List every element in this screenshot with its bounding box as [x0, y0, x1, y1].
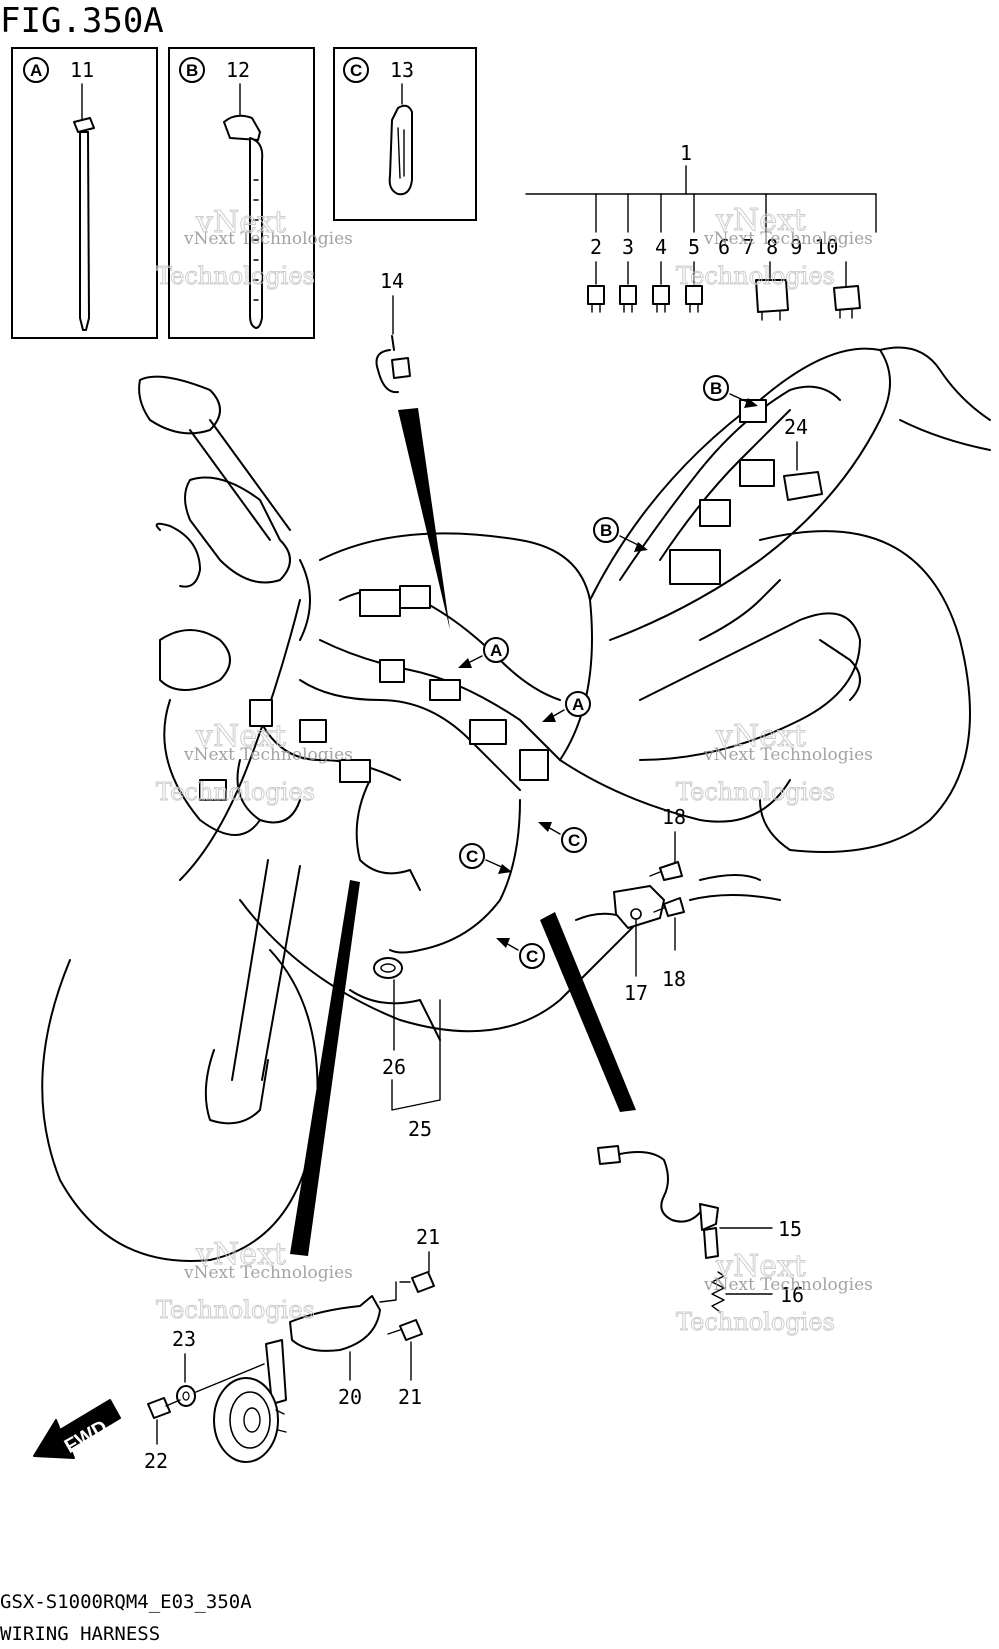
leader-wedge-15 [540, 912, 636, 1112]
inset-c-letter: C [350, 61, 362, 80]
figure-caption: WIRING HARNESS [0, 1623, 160, 1645]
bolt-18-lower: 18 [653, 897, 686, 991]
watermark-6b: vNext [715, 1249, 806, 1284]
inset-c: C 13 [333, 47, 477, 221]
bolt-21-lower: 21 [387, 1319, 423, 1409]
marker-a-lower: A [542, 691, 591, 722]
marker-c-right: C [538, 822, 587, 853]
inset-b-letter: B [186, 61, 198, 80]
horn-icon [213, 1339, 287, 1463]
part-14-sensor: 14 [375, 269, 411, 394]
svg-text:C: C [466, 847, 478, 866]
callout-21-upper: 21 [416, 1225, 440, 1249]
relay-icon [755, 279, 789, 321]
inset-a: A 11 [11, 47, 158, 339]
svg-text:B: B [710, 379, 722, 398]
svg-text:A: A [572, 695, 584, 714]
watermark-3c: Technologies [156, 778, 315, 806]
watermark-1c: Technologies [156, 262, 315, 290]
wiring-harness [199, 385, 841, 954]
callout-13: 13 [390, 58, 414, 82]
callout-15: 15 [778, 1217, 802, 1241]
callout-18-lower: 18 [662, 967, 686, 991]
callout-25: 25 [408, 1117, 432, 1141]
callout-3: 3 [622, 235, 634, 259]
callout-12: 12 [226, 58, 250, 82]
marker-a-upper: A [458, 637, 509, 668]
callout-1: 1 [680, 141, 692, 165]
fuse-2-icon [587, 285, 605, 313]
watermark-3b: vNext [195, 719, 286, 754]
marker-b-lower: B [593, 517, 648, 552]
watermark-4c: Technologies [676, 778, 835, 806]
clamp-band-icon [223, 114, 264, 329]
fuse-4-icon [652, 285, 670, 313]
watermark-2c: Technologies [676, 262, 835, 290]
harness-clip-icon [388, 104, 413, 196]
bolt-21-upper: 21 [379, 1225, 440, 1303]
watermark-1b: vNext [195, 205, 286, 240]
callout-14: 14 [380, 269, 404, 293]
fuse-relay-group: 1 2 3 4 5 6 7 8 9 10 [525, 141, 877, 321]
fwd-arrow-icon: FWD [33, 1399, 121, 1459]
leader-wedge-14 [398, 408, 450, 630]
part-24: 24 [783, 415, 823, 501]
fuse-3-icon [619, 285, 637, 313]
svg-text:A: A [490, 641, 502, 660]
relay-10-icon [833, 285, 861, 319]
motorcycle-outline [41, 346, 991, 1262]
part-17-sensor: 17 [575, 885, 665, 1005]
callout-6-10: 6 7 8 9 10 [718, 235, 838, 259]
callout-11: 11 [70, 58, 94, 82]
leader-wedge-horn [290, 880, 360, 1256]
watermark-5: vNext Technologies [183, 1263, 353, 1283]
callout-2: 2 [590, 235, 602, 259]
watermark-3: vNext Technologies [183, 745, 353, 765]
callout-17: 17 [624, 981, 648, 1005]
part-25-bracket: 25 [391, 999, 441, 1141]
bolt-22: 22 [144, 1397, 181, 1473]
callout-22: 22 [144, 1449, 168, 1473]
bolt-18-upper: 18 [649, 805, 686, 881]
fuse-5-icon [685, 285, 703, 313]
callout-21-lower: 21 [398, 1385, 422, 1409]
marker-b-upper: B [703, 375, 758, 408]
watermark-1: vNext Technologies [183, 229, 353, 249]
washer-23: 23 [172, 1327, 265, 1407]
callout-23: 23 [172, 1327, 196, 1351]
inset-a-letter: A [30, 61, 42, 80]
marker-c-bottom: C [496, 938, 545, 969]
inset-b: B 12 [168, 47, 315, 339]
callout-5: 5 [688, 235, 700, 259]
callout-16: 16 [780, 1283, 804, 1307]
callout-18-upper: 18 [662, 805, 686, 829]
cable-tie-icon [73, 117, 95, 331]
figure-title: FIG.350A [0, 1, 164, 41]
svg-text:B: B [600, 521, 612, 540]
callout-20: 20 [338, 1385, 362, 1409]
watermark-2b: vNext [715, 203, 806, 238]
svg-text:C: C [526, 947, 538, 966]
watermark-4: vNext Technologies [703, 745, 873, 765]
marker-c-left: C [459, 843, 512, 874]
callout-26: 26 [382, 1055, 406, 1079]
svg-text:C: C [568, 831, 580, 850]
watermark-2: vNext Technologies [703, 229, 873, 249]
part-16-spring: 16 [711, 1271, 804, 1313]
watermark-4b: vNext [715, 719, 806, 754]
part-15-sensor: 15 [597, 1145, 802, 1259]
watermarks: vNext Technologies vNext Technologies vN… [156, 203, 873, 1337]
watermark-5b: vNext [195, 1237, 286, 1272]
watermark-6c: Technologies [676, 1308, 835, 1336]
callout-24: 24 [784, 415, 808, 439]
part-20-bracket: 20 [289, 1295, 381, 1409]
part-26-grommet: 26 [373, 957, 406, 1079]
model-code: GSX-S1000RQM4_E03_350A [0, 1591, 252, 1613]
callout-4: 4 [655, 235, 667, 259]
watermark-5c: Technologies [156, 1296, 315, 1324]
watermark-6: vNext Technologies [703, 1275, 873, 1295]
